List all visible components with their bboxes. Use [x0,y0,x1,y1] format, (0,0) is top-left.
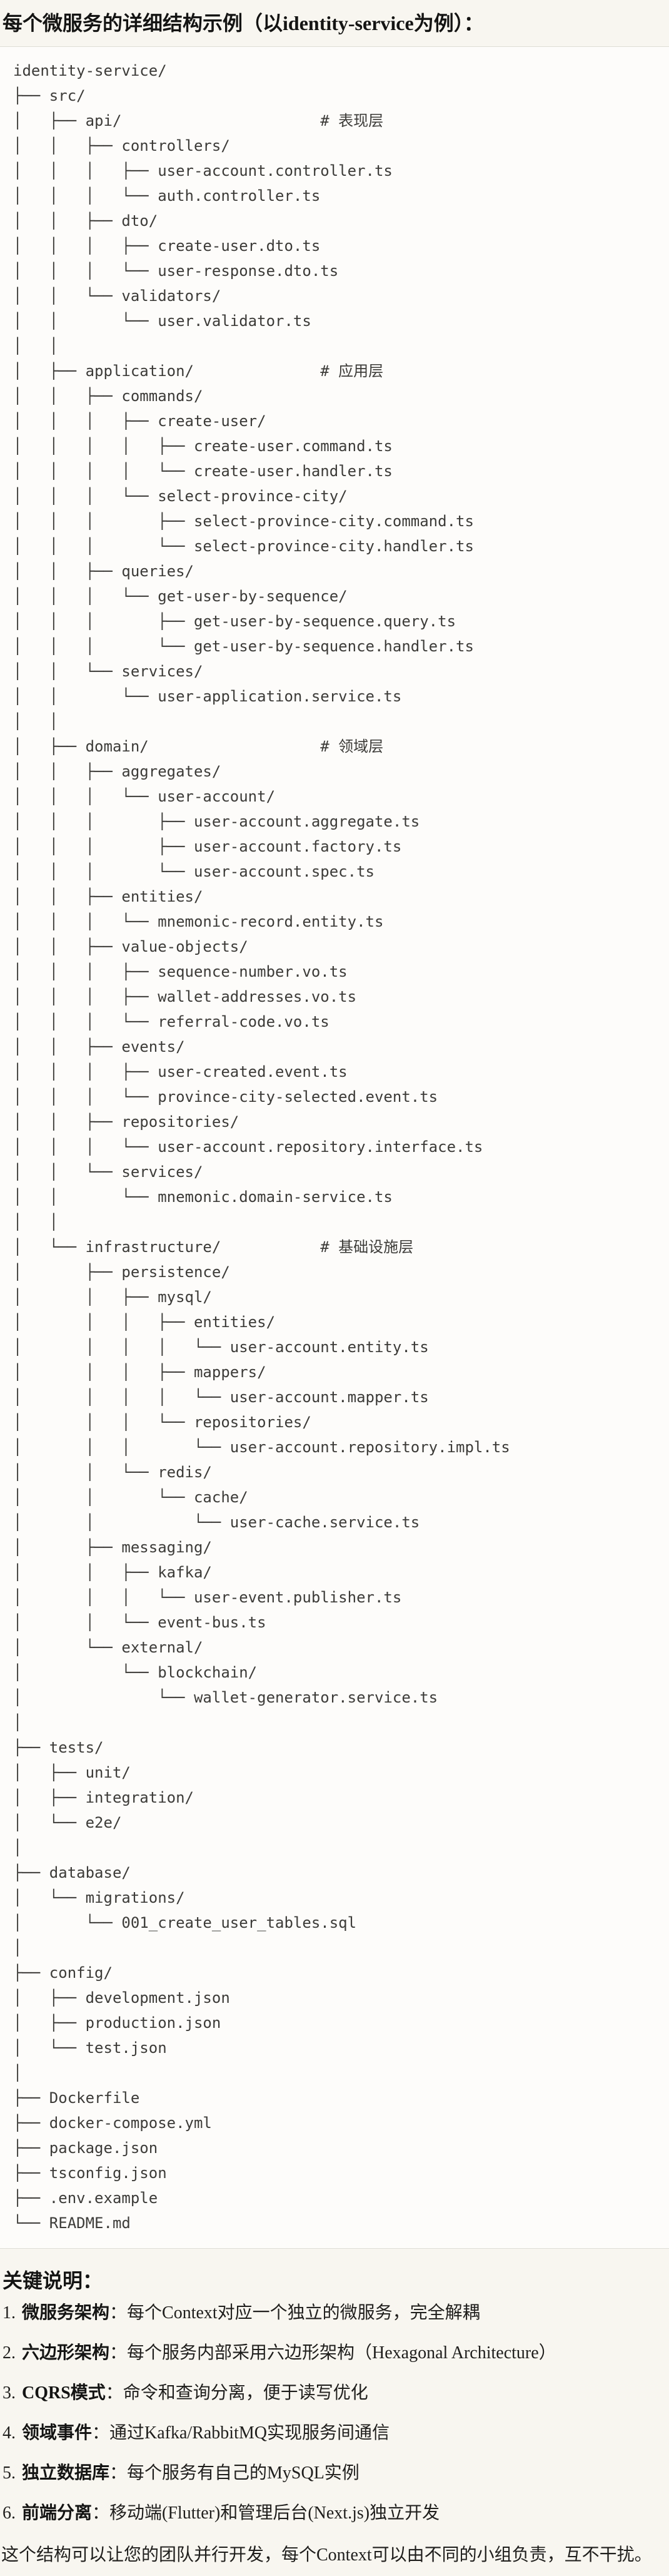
note-item-label: 前端分离 [22,2503,93,2523]
note-item-label: 独立数据库 [22,2463,110,2483]
note-item-text: ：命令和查询分离，便于读写优化 [105,2383,368,2403]
note-item-label: CQRS模式 [22,2383,106,2403]
key-notes-heading: 关键说明： [3,2269,103,2292]
note-item-label: 微服务架构 [22,2303,110,2323]
note-item: 4. 领域事件：通过Kafka/RabbitMQ实现服务间通信 [3,2424,666,2443]
note-item: 3. CQRS模式：命令和查询分离，便于读写优化 [3,2384,666,2403]
note-item-text: ：每个服务内部采用六边形架构（Hexagonal Architecture） [109,2343,556,2363]
closing-paragraph: 这个结构可以让您的团队并行开发，每个Context可以由不同的小组负责，互不干扰… [1,2545,652,2565]
note-item-number: 5. [3,2463,16,2483]
structure-example-heading: 每个微服务的详细结构示例（以identity-service为例）： [3,12,484,34]
note-item-text: ：移动端(Flutter)和管理后台(Next.js)独立开发 [92,2503,440,2523]
note-item-number: 6. [3,2503,16,2523]
note-item-number: 1. [3,2303,16,2323]
note-item: 6. 前端分离：移动端(Flutter)和管理后台(Next.js)独立开发 [3,2504,666,2523]
directory-tree: identity-service/ ├── src/ │ ├── api/ # … [13,62,510,2232]
note-item-text: ：每个服务有自己的MySQL实例 [109,2463,360,2483]
note-item: 5. 独立数据库：每个服务有自己的MySQL实例 [3,2464,666,2483]
note-item: 1. 微服务架构：每个Context对应一个独立的微服务，完全解耦 [3,2304,666,2323]
code-block: identity-service/ ├── src/ │ ├── api/ # … [0,46,669,2249]
note-item-label: 六边形架构 [22,2343,110,2363]
note-item-text: ：通过Kafka/RabbitMQ实现服务间通信 [92,2423,390,2443]
note-item-number: 3. [3,2383,16,2403]
note-item-label: 领域事件 [22,2423,93,2443]
note-item-number: 4. [3,2423,16,2443]
note-item: 2. 六边形架构：每个服务内部采用六边形架构（Hexagonal Architec… [3,2344,666,2363]
note-item-number: 2. [3,2343,16,2363]
note-item-text: ：每个Context对应一个独立的微服务，完全解耦 [109,2303,480,2323]
